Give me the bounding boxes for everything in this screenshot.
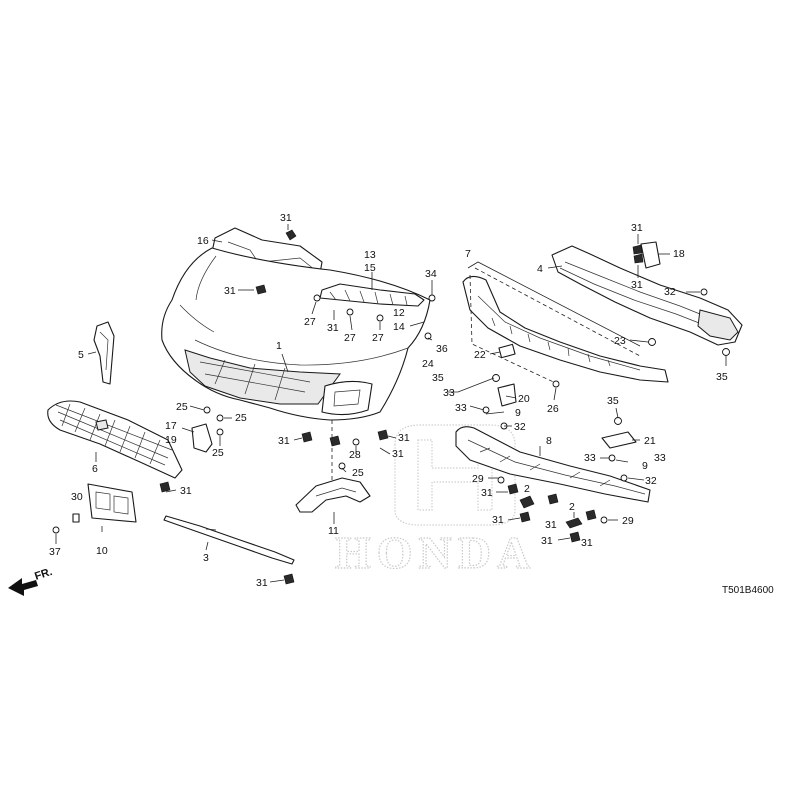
callout-15: 15 [364, 262, 376, 274]
callout-30: 30 [71, 491, 83, 503]
callout-35c: 35 [607, 395, 619, 407]
callout-32c: 32 [645, 475, 657, 487]
callout-24: 24 [422, 358, 434, 370]
callout-31k: 31 [492, 514, 504, 526]
callout-9a: 9 [515, 407, 521, 419]
callout-26: 26 [547, 403, 559, 415]
callout-9b: 9 [642, 460, 648, 472]
callout-8: 8 [546, 435, 552, 447]
callout-31o: 31 [256, 577, 268, 589]
callout-21: 21 [644, 435, 656, 447]
part-21-bracket [601, 431, 637, 449]
part-5-side-bracket [93, 321, 115, 385]
callout-27c: 27 [372, 332, 384, 344]
callout-5: 5 [78, 349, 84, 361]
watermark-text: HONDA [335, 527, 536, 578]
callout-25a: 25 [176, 401, 188, 413]
callout-35a: 35 [716, 371, 728, 383]
callout-31l: 31 [545, 519, 557, 531]
callout-3: 3 [203, 552, 209, 564]
callout-14: 14 [393, 321, 405, 333]
callout-31b: 31 [224, 285, 236, 297]
part-13-retainer [319, 283, 425, 307]
honda-watermark: HONDA [334, 424, 536, 579]
callout-labels: 31 16 31 13 15 34 7 31 18 4 31 32 27 31 … [49, 212, 728, 589]
callout-20: 20 [518, 393, 530, 405]
callout-31d: 31 [631, 279, 643, 291]
callout-23: 23 [614, 335, 626, 347]
callout-31a: 31 [280, 212, 292, 224]
callout-31m: 31 [541, 535, 553, 547]
callout-10: 10 [96, 545, 108, 557]
callout-33d: 33 [654, 452, 666, 464]
callout-25c: 25 [212, 447, 224, 459]
callout-32b: 32 [514, 421, 526, 433]
callout-2b: 2 [569, 501, 575, 513]
callout-31f: 31 [278, 435, 290, 447]
part-10-plate-bracket [72, 483, 137, 523]
callout-7: 7 [465, 248, 471, 260]
callout-12: 12 [393, 307, 405, 319]
part-22-label [498, 343, 516, 359]
callout-4: 4 [537, 263, 543, 275]
callout-31h: 31 [398, 432, 410, 444]
front-direction-arrow: FR. [8, 566, 54, 596]
callout-31j: 31 [180, 485, 192, 497]
callout-19: 19 [165, 434, 177, 446]
callout-27a: 27 [304, 316, 316, 328]
callout-25d: 25 [352, 467, 364, 479]
diagram-code: T501B4600 [722, 585, 774, 596]
callout-11: 11 [328, 525, 339, 537]
part-11-garnish [295, 477, 371, 513]
callout-16: 16 [197, 235, 209, 247]
callout-31n: 31 [581, 537, 593, 549]
callout-33b: 33 [455, 402, 467, 414]
callout-35b: 35 [432, 372, 444, 384]
callout-1: 1 [276, 340, 282, 352]
callout-2a: 2 [524, 483, 530, 495]
callout-6: 6 [92, 463, 98, 475]
part-17-bracket [191, 423, 213, 453]
part-1-front-bumper [161, 247, 431, 421]
callout-36: 36 [436, 343, 448, 355]
callout-33a: 33 [443, 387, 455, 399]
part-6-lower-grille [47, 400, 183, 479]
callout-29b: 29 [622, 515, 634, 527]
callout-17: 17 [165, 420, 177, 432]
callout-29a: 29 [472, 473, 484, 485]
callout-28: 28 [349, 449, 361, 461]
part-20-bracket [497, 383, 517, 407]
part-8-undercover [455, 426, 651, 503]
callout-37: 37 [49, 546, 61, 558]
part-3-lower-strip [163, 515, 295, 565]
fasteners [52, 229, 730, 585]
callout-31c: 31 [631, 222, 643, 234]
callout-31e: 31 [327, 322, 339, 334]
callout-32a: 32 [664, 286, 676, 298]
callout-31i: 31 [481, 487, 493, 499]
callout-33c: 33 [584, 452, 596, 464]
part-7-beam [462, 275, 669, 383]
part-4-absorber [551, 245, 743, 346]
callout-25b: 25 [235, 412, 247, 424]
direction-label: FR. [33, 566, 54, 583]
part-18-bracket [640, 241, 661, 269]
callout-31g: 31 [392, 448, 404, 460]
leader-lines [55, 224, 727, 583]
callout-27b: 27 [344, 332, 356, 344]
callout-18: 18 [673, 248, 685, 260]
callout-22: 22 [474, 349, 486, 361]
callout-13: 13 [364, 249, 376, 261]
callout-34: 34 [425, 268, 437, 280]
